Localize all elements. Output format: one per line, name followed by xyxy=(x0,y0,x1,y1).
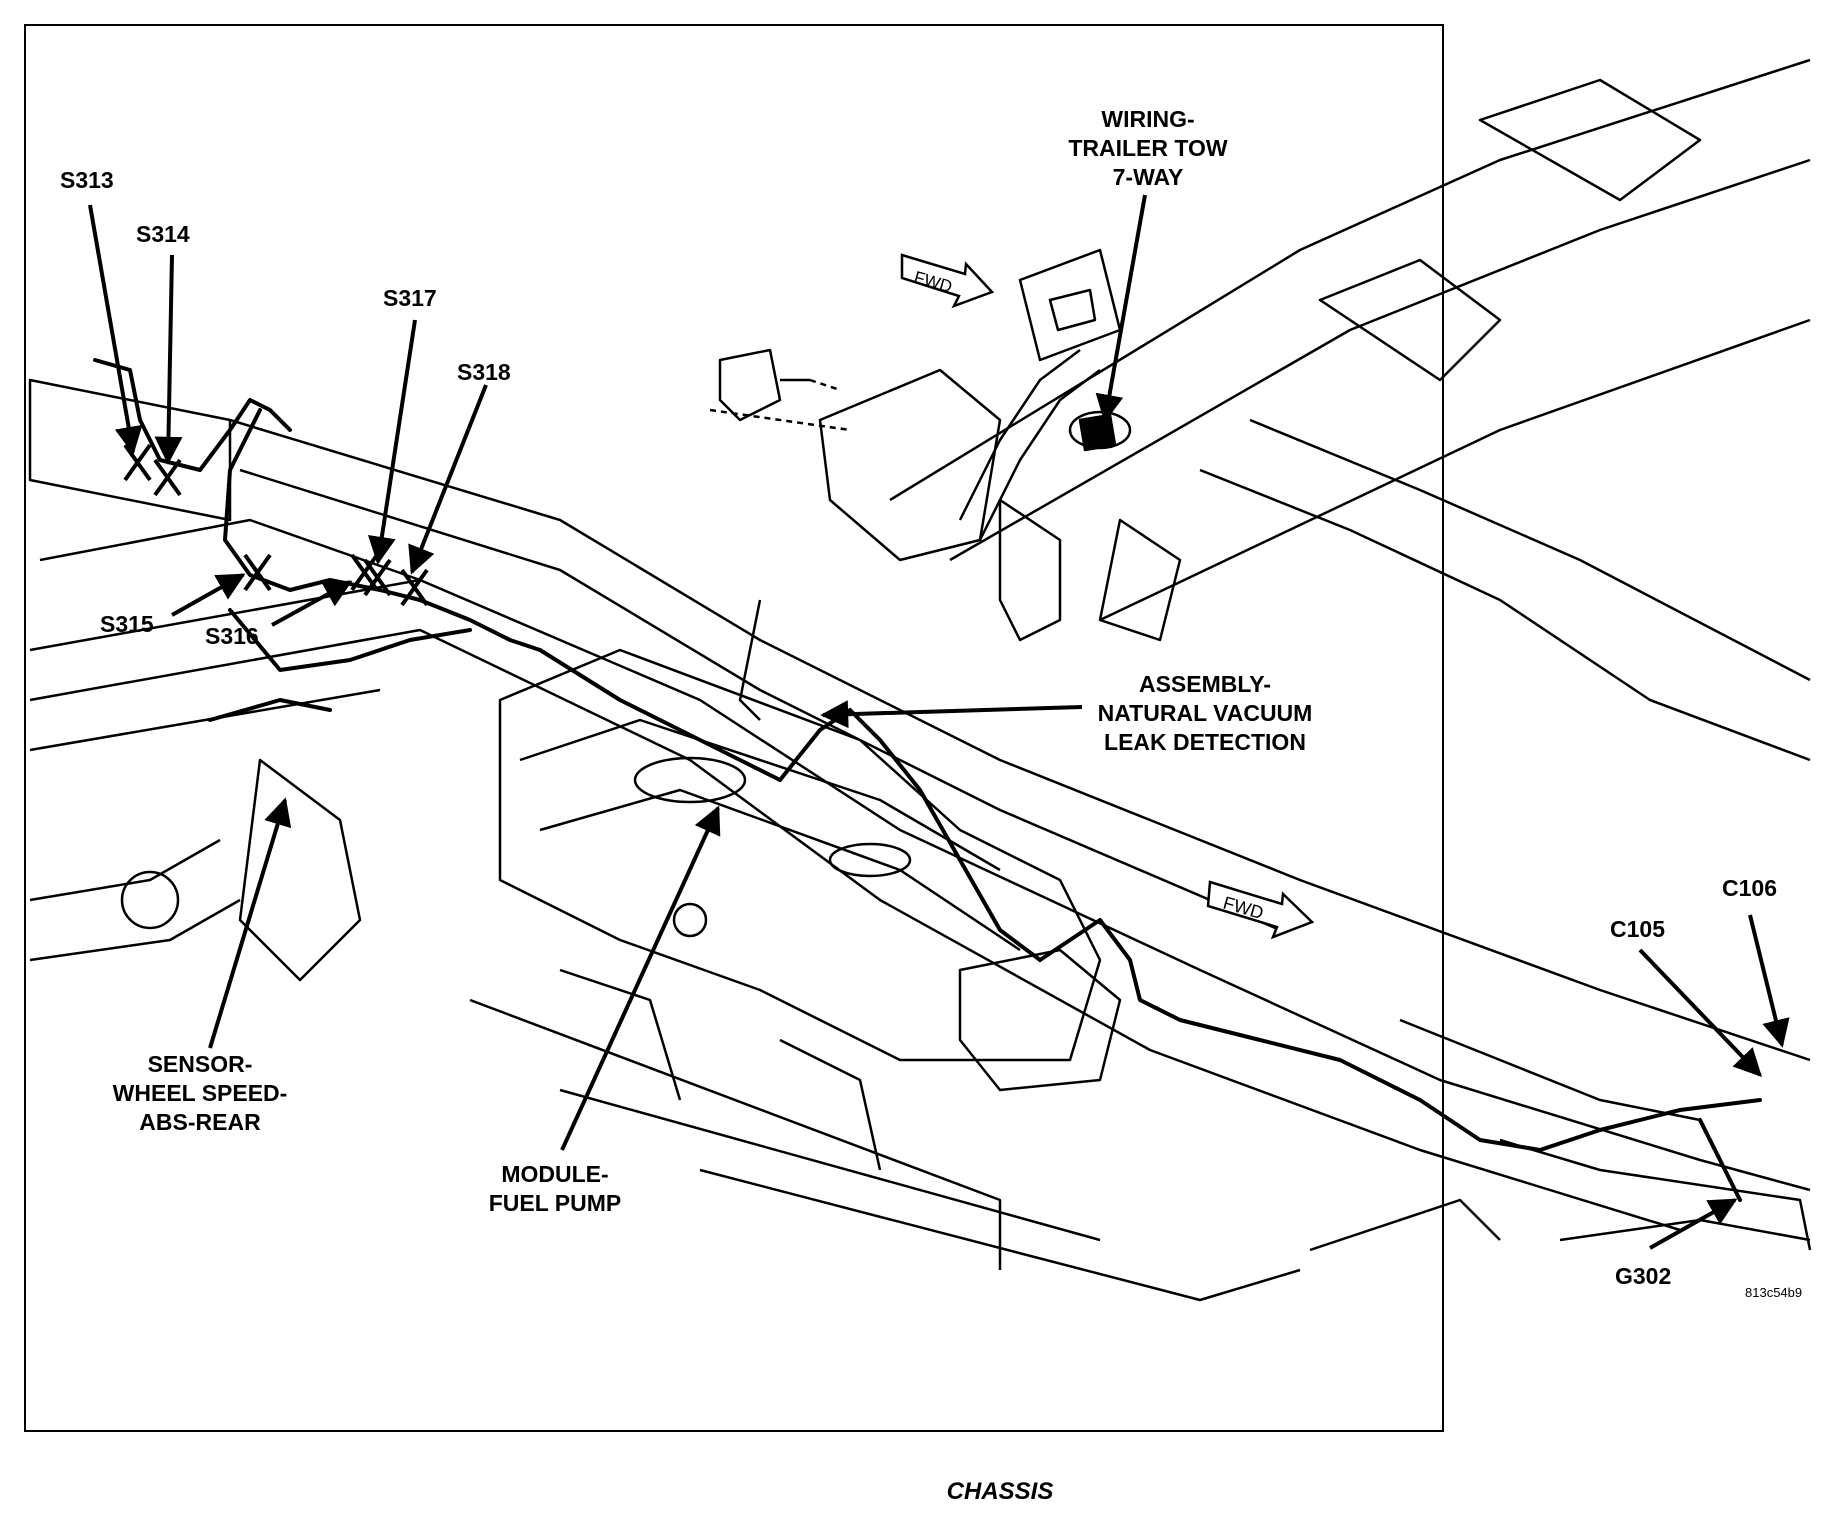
arrow-c106 xyxy=(1748,914,1790,1048)
arrow-s315 xyxy=(171,573,246,617)
label-trailer-tow: WIRING- TRAILER TOW 7-WAY xyxy=(1068,105,1227,192)
diagram-caption: CHASSIS xyxy=(946,1478,1054,1505)
arrow-wheel-speed xyxy=(208,797,292,1049)
label-vacuum-leak: ASSEMBLY- NATURAL VACUUM LEAK DETECTION xyxy=(1098,670,1313,757)
label-s318: S318 xyxy=(457,359,511,385)
label-s315: S315 xyxy=(100,611,154,637)
label-fuel-pump-line1: MODULE- xyxy=(501,1161,609,1187)
arrow-s318 xyxy=(408,384,488,575)
label-fuel-pump: MODULE- FUEL PUMP xyxy=(489,1160,621,1218)
label-wheel-speed-line3: ABS-REAR xyxy=(139,1109,261,1135)
arrow-c105 xyxy=(1638,948,1762,1078)
leader-arrows xyxy=(88,194,1790,1250)
label-trailer-tow-line2: TRAILER TOW xyxy=(1068,135,1228,161)
diagram-frame xyxy=(24,24,1444,1432)
label-c106: C106 xyxy=(1722,875,1777,901)
label-s313: S313 xyxy=(60,167,114,193)
arrow-trailer-tow xyxy=(1095,194,1147,423)
label-s314: S314 xyxy=(136,221,190,247)
label-trailer-tow-line1: WIRING- xyxy=(1101,106,1195,132)
label-vacuum-leak-line1: ASSEMBLY- xyxy=(1138,671,1272,697)
fwd-arrow-upper xyxy=(900,253,995,309)
fwd-arrow-lower xyxy=(1206,880,1315,940)
label-trailer-tow-line3: 7-WAY xyxy=(1112,164,1184,190)
wiring-harness xyxy=(93,358,1762,1202)
label-fuel-pump-line2: FUEL PUMP xyxy=(488,1190,622,1216)
arrow-s313 xyxy=(88,204,143,455)
label-vacuum-leak-line2: NATURAL VACUUM xyxy=(1097,700,1313,726)
label-wheel-speed-line1: SENSOR- xyxy=(147,1051,253,1077)
arrow-s317 xyxy=(367,319,417,565)
arrow-s314 xyxy=(154,254,183,465)
arrow-vacuum-leak xyxy=(820,700,1083,729)
figure-id: 813c54b9 xyxy=(1745,1285,1803,1300)
label-s316: S316 xyxy=(205,623,259,649)
arrow-s316 xyxy=(271,580,353,627)
trailer-inset-lineart xyxy=(709,58,1811,762)
arrow-g302 xyxy=(1649,1198,1738,1250)
label-vacuum-leak-line3: LEAK DETECTION xyxy=(1104,729,1306,755)
main-frame-lineart xyxy=(28,378,1812,1302)
label-g302: G302 xyxy=(1615,1263,1672,1289)
arrow-fuel-pump xyxy=(560,805,721,1151)
label-c105: C105 xyxy=(1610,916,1665,942)
label-s317: S317 xyxy=(383,285,437,311)
label-wheel-speed-line2: WHEEL SPEED- xyxy=(112,1080,288,1106)
label-wheel-speed: SENSOR- WHEEL SPEED- ABS-REAR xyxy=(113,1050,288,1137)
